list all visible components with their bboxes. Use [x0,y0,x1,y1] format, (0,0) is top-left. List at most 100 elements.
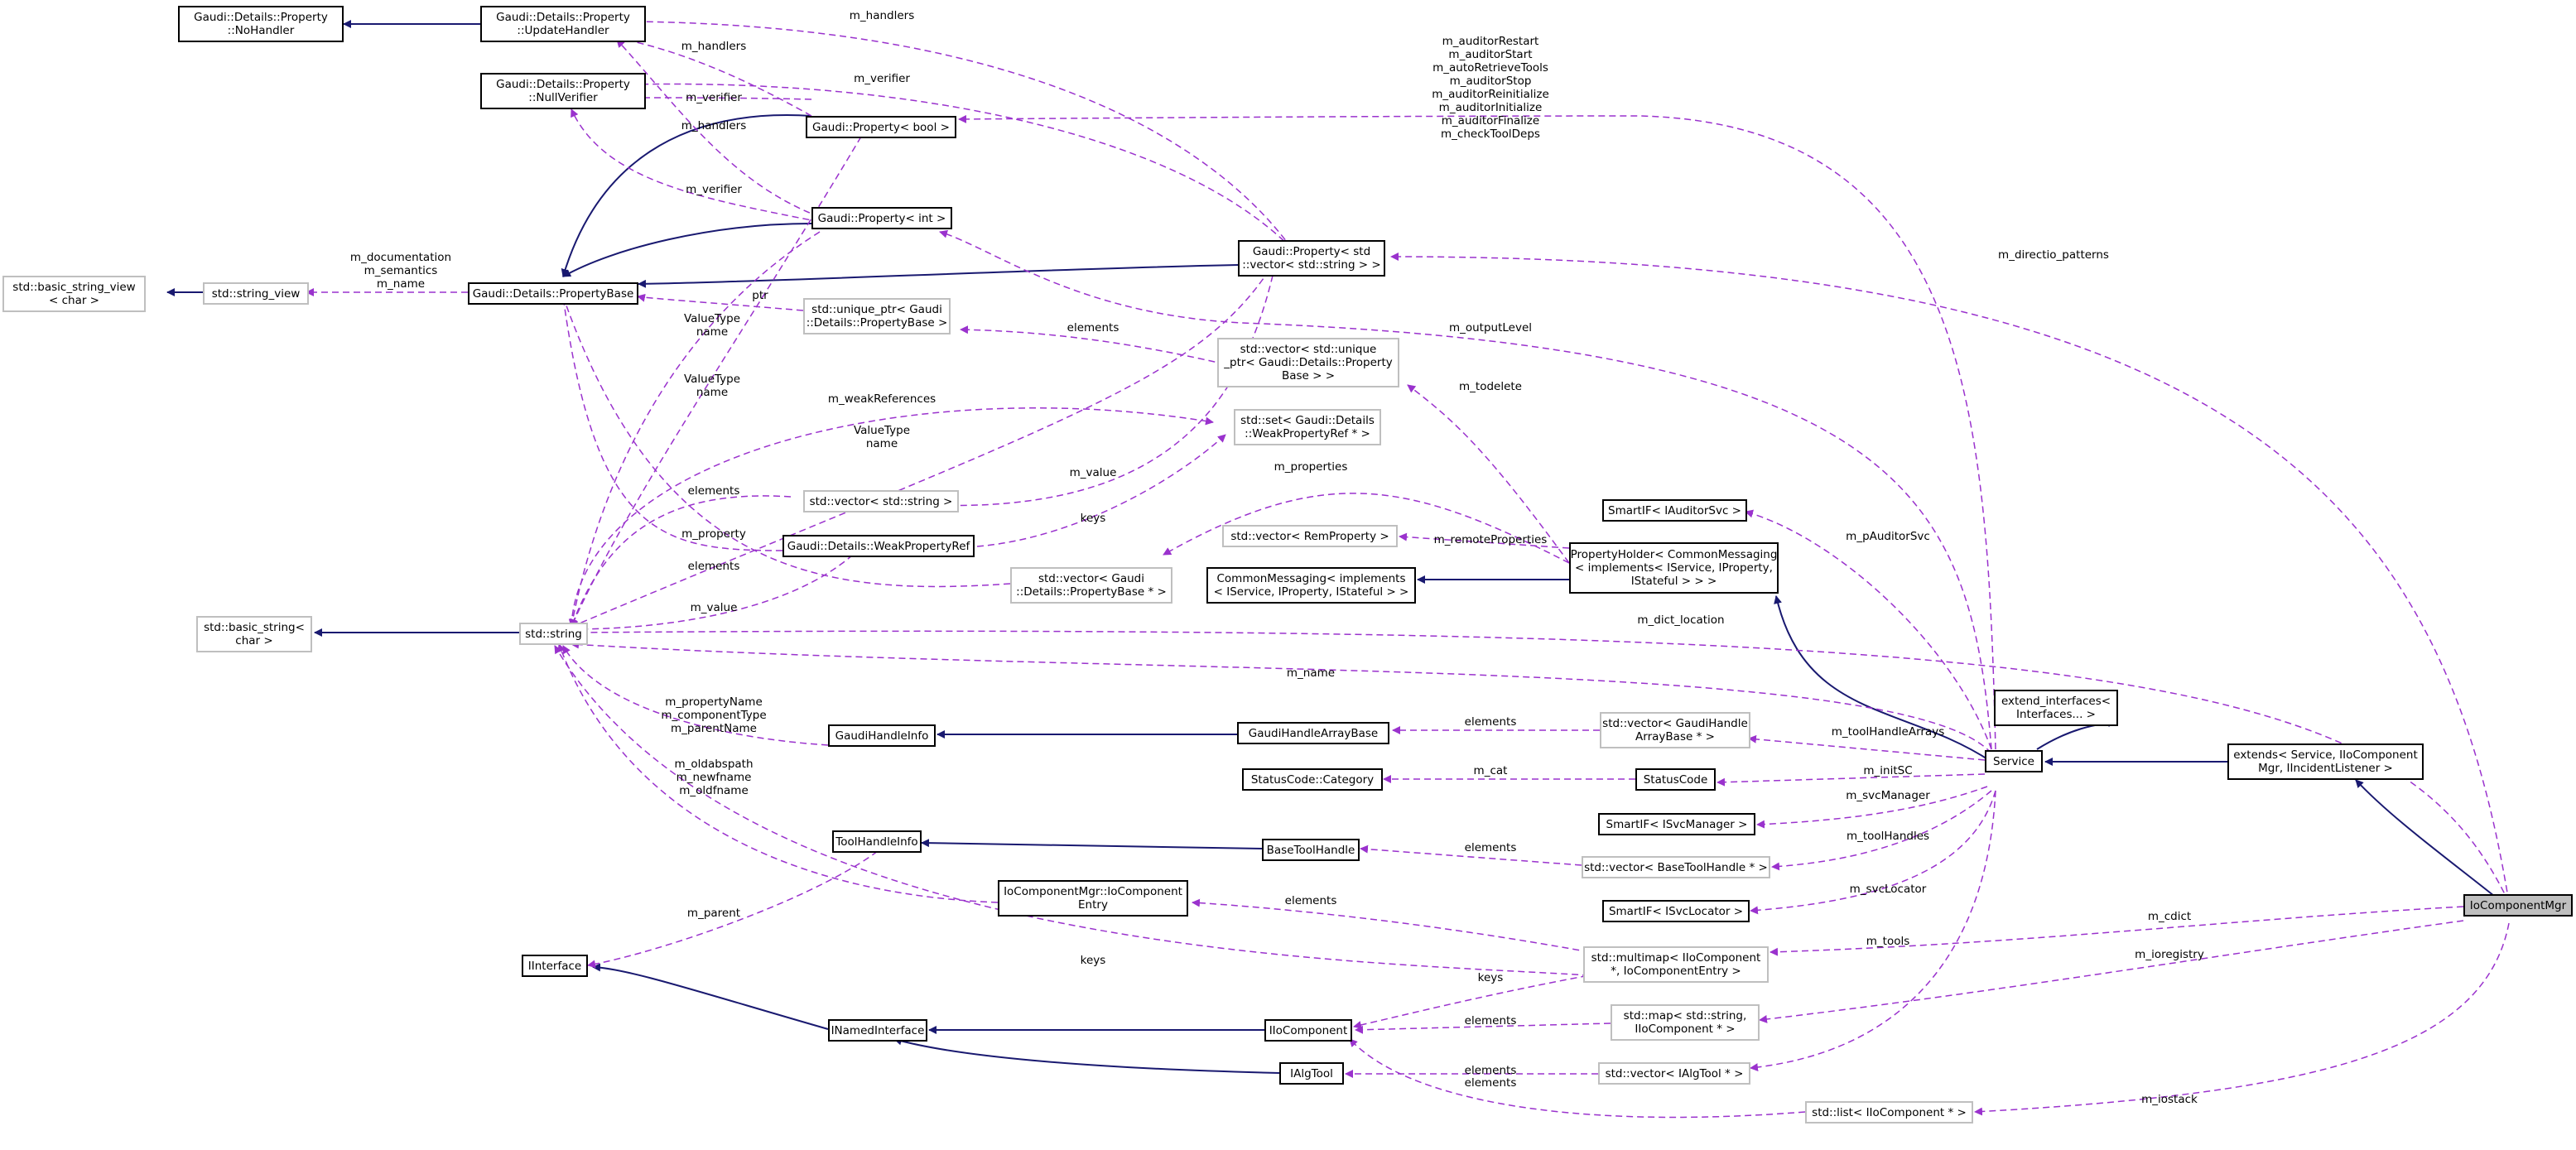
label-m-handlers-b: m_handlers [681,119,747,132]
node-property-holder[interactable]: PropertyHolder< CommonMessaging < implem… [1569,542,1779,594]
label-m-iostack: m_iostack [2141,1093,2198,1106]
label-elements-map: elements [1464,1014,1517,1027]
label-m-value-1: m_value [1069,466,1117,479]
label-m-property: m_property [681,527,746,541]
label-m-cat: m_cat [1473,764,1508,777]
node-iio-component[interactable]: IIoComponent [1264,1019,1352,1042]
node-extends-service[interactable]: extends< Service, IIoComponent Mgr, IInc… [2227,743,2424,780]
node-ialg-tool[interactable]: IAlgTool [1279,1062,1344,1085]
label-m-propnames: m_propertyName m_componentType m_parentN… [661,695,767,735]
edge-basetoolhandle-toolhandleinfo [921,839,1263,849]
edge-elements-ioe [1192,898,1591,953]
edge-m-verifier-2 [633,94,812,103]
edge-m-handlers-3 [616,39,821,218]
edge-m-outputlevel [939,229,1992,750]
edge-iocomponentmgr-extends [2355,779,2503,903]
label-m-dict-location: m_dict_location [1637,613,1725,627]
label-valuetype-1: ValueType name [683,312,741,339]
label-elements-ioe: elements [1284,894,1337,907]
label-m-tools: m_tools [1866,935,1910,948]
edge-valuetype-1 [568,231,821,628]
edge-keys-3 [1353,973,1599,1029]
label-m-verifier-c: m_verifier [686,183,742,196]
edge-valuetype-2 [571,136,862,628]
label-m-cdict: m_cdict [2147,910,2192,923]
label-elements-gha: elements [1464,715,1517,729]
label-m-remoteprops: m_remoteProperties [1433,533,1548,546]
edge-auditor-props [958,114,1996,750]
node-statuscode[interactable]: StatusCode [1635,768,1716,791]
node-smartif-auditor-svc[interactable]: SmartIF< IAuditorSvc > [1602,499,1747,522]
node-io-component-mgr: IoComponentMgr [2463,894,2573,917]
node-weak-property-ref[interactable]: Gaudi::Details::WeakPropertyRef [782,535,975,557]
node-tool-handle-info[interactable]: ToolHandleInfo [832,830,922,853]
edge-m-svcmanager [1756,786,1988,829]
edge-m-remoteprops [1399,532,1570,549]
edge-elements-vs [570,495,792,628]
label-m-todelete: m_todelete [1459,380,1522,393]
node-unique-ptr: std::unique_ptr< Gaudi ::Details::Proper… [803,298,951,334]
node-service[interactable]: Service [1985,750,2043,772]
edge-m-pauditorsvc [1745,509,1992,750]
node-vector-ialg-tool: std::vector< IAlgTool * > [1598,1062,1750,1085]
node-vector-rem-property: std::vector< RemProperty > [1222,525,1398,547]
edge-elements-list [1349,1038,1806,1119]
label-keys-2: keys [1080,954,1106,967]
node-update-handler[interactable]: Gaudi::Details::Property ::UpdateHandler [480,6,646,42]
label-m-svclocator: m_svcLocator [1849,883,1927,896]
node-iinterface[interactable]: IInterface [522,955,588,977]
edge-ialgtool-inamedinterface [893,1037,1280,1074]
label-m-doc: m_documentation m_semantics m_name [349,251,452,291]
edge-m-toolhandlearrays [1748,734,1986,761]
edge-elements-bth [1360,844,1582,866]
edge-m-verifier-1 [628,79,1293,249]
label-m-svcmanager: m_svcManager [1846,789,1930,802]
node-smartif-svc-manager[interactable]: SmartIF< ISvcManager > [1598,813,1755,835]
node-smartif-svc-locator[interactable]: SmartIF< ISvcLocator > [1602,900,1750,922]
node-vector-string: std::vector< std::string > [803,490,959,512]
edge-inamedinterface-iinterface [592,963,829,1030]
node-common-messaging[interactable]: CommonMessaging< implements < IService, … [1206,567,1416,604]
label-m-weakrefs: m_weakReferences [827,392,937,406]
node-null-verifier[interactable]: Gaudi::Details::Property ::NullVerifier [480,73,646,109]
node-extend-interfaces[interactable]: extend_interfaces< Interfaces... > [1994,690,2118,726]
node-base-tool-handle[interactable]: BaseToolHandle [1262,839,1360,861]
label-m-verifier-a: m_verifier [854,72,910,85]
label-m-name: m_name [1286,666,1336,680]
edge-m-value-1 [927,264,1276,510]
label-keys-1: keys [1080,512,1106,525]
node-gaudi-handle-array-base[interactable]: GaudiHandleArrayBase [1237,722,1389,744]
label-m-handlers-a: m_handlers [681,40,747,53]
node-property-int[interactable]: Gaudi::Property< int > [811,207,952,229]
label-elements-bth: elements [1464,841,1517,854]
node-inamed-interface[interactable]: INamedInterface [828,1019,927,1042]
node-std-string: std::string [519,623,588,645]
label-m-directio: m_directio_patterns [1998,248,2109,262]
edge-m-value-2 [571,554,854,633]
label-elements-list: elements [1464,1076,1517,1090]
node-property-base[interactable]: Gaudi::Details::PropertyBase [468,282,638,305]
edge-ptr [637,293,804,311]
label-m-verifier-b: m_verifier [686,91,742,104]
edge-m-handlers-2 [616,35,812,117]
edge-elements-uniq [960,325,1226,365]
edge-m-toolhandles [1771,790,1992,871]
label-elements-alg: elements [1464,1064,1517,1077]
node-statuscode-category[interactable]: StatusCode::Category [1242,768,1383,791]
label-valuetype-2: ValueType name [683,373,741,399]
label-keys-3: keys [1477,971,1504,984]
node-property-bool[interactable]: Gaudi::Property< bool > [806,116,956,138]
node-map-string: std::map< std::string, IIoComponent * > [1611,1004,1760,1041]
edge-m-svclocator [1750,790,1996,915]
node-io-component-entry[interactable]: IoComponentMgr::IoComponent Entry [998,880,1188,917]
edge-m-initsc [1717,773,1986,787]
edge-m-cdict [1769,906,2464,956]
node-property-vector-string[interactable]: Gaudi::Property< std ::vector< std::stri… [1238,240,1385,277]
edge-m-parent [587,844,887,969]
node-no-handler[interactable]: Gaudi::Details::Property ::NoHandler [178,6,344,42]
label-m-outputlevel: m_outputLevel [1448,321,1533,334]
label-elements-vs: elements [687,484,740,498]
edge-propertyvecstr-propertybase [638,264,1239,288]
node-gaudi-handle-info[interactable]: GaudiHandleInfo [828,724,936,747]
label-m-toolhandlearrays: m_toolHandleArrays [1831,725,1945,739]
